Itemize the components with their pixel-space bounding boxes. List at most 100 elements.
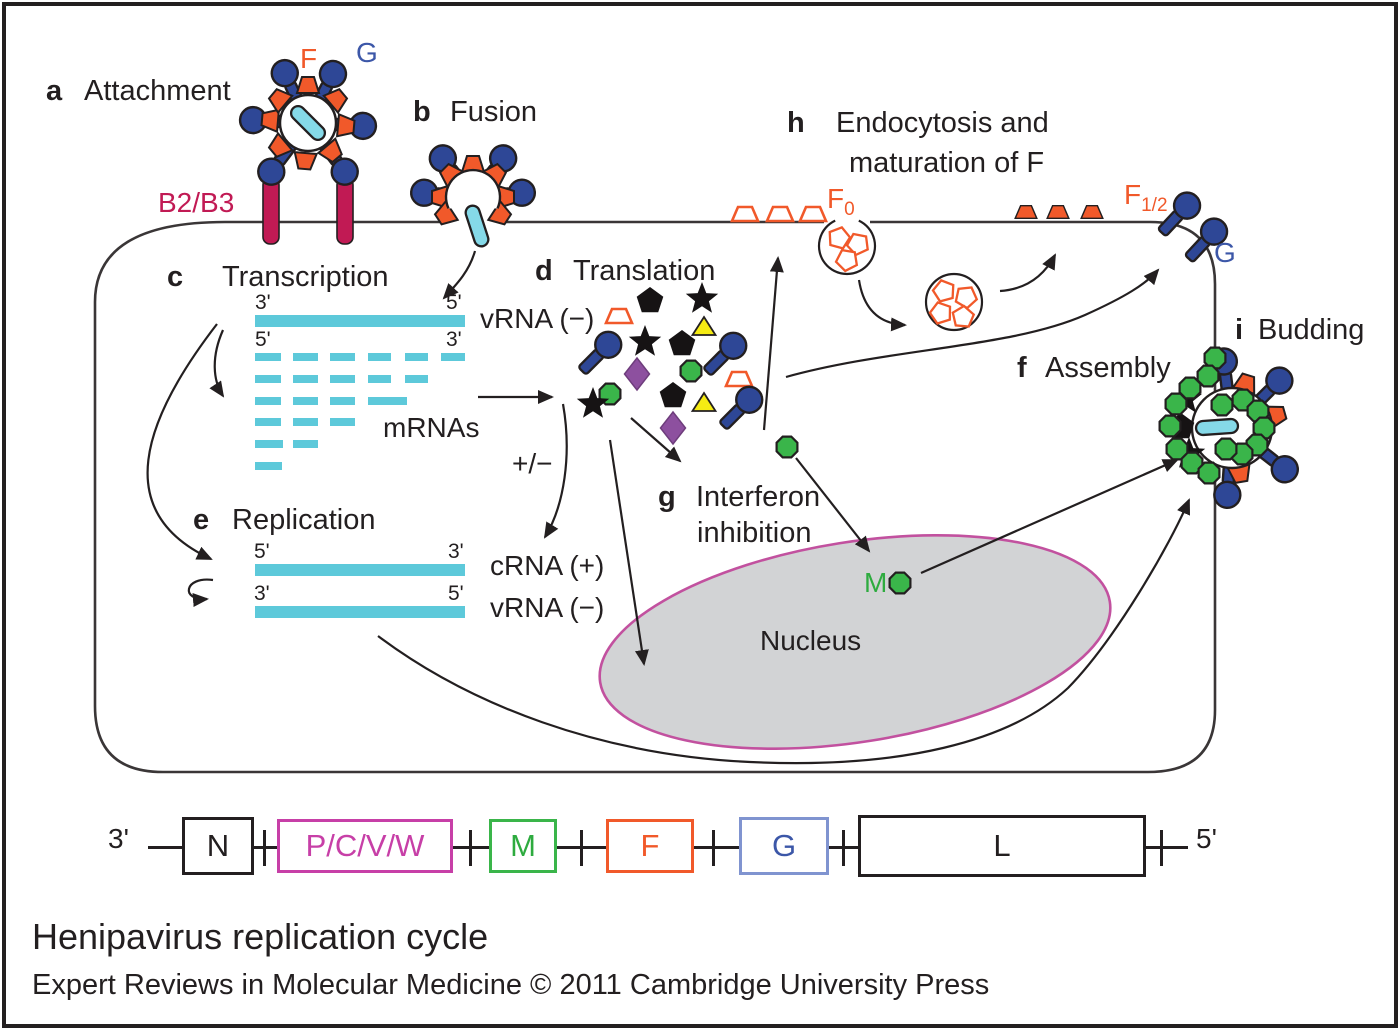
transcription-rna <box>255 315 465 470</box>
cell-membrane <box>93 220 1217 774</box>
f12-trapezoid <box>1046 204 1070 220</box>
step-b-label: Fusion <box>450 96 538 128</box>
arrow-pit-to-vesicle <box>857 279 907 332</box>
step-h-key: h <box>787 107 805 139</box>
step-a-key: a <box>46 75 63 107</box>
step-i-key: i <box>1235 314 1244 346</box>
plus-minus-label: +/− <box>512 448 553 479</box>
arrow-vrna-to-crna <box>146 323 218 560</box>
step-b-key: b <box>413 96 431 128</box>
arrow-replication-loop <box>187 578 214 608</box>
prime-label: 5' <box>254 540 270 563</box>
green-octagon-protein <box>1197 461 1221 485</box>
f0-trapezoid <box>798 205 828 223</box>
step-g-line1: Interferon <box>696 481 821 513</box>
orange-trapezoid-protein <box>296 76 320 94</box>
green-octagon-protein <box>775 435 799 459</box>
black-pentagon-protein <box>636 287 664 313</box>
step-c-key: c <box>167 261 184 293</box>
prime-label: 3' <box>255 291 271 314</box>
f12-label: F1/2 <box>1124 179 1168 216</box>
prime-label: 3' <box>448 540 464 563</box>
step-g-line2: inhibition <box>697 517 812 549</box>
yellow-triangle-protein <box>691 392 717 412</box>
step-i-label: Budding <box>1258 314 1365 346</box>
black-pentagon-protein <box>668 330 696 356</box>
gene-box-f: F <box>606 819 694 873</box>
blue-lollipop-protein <box>571 325 628 382</box>
gene-boundary-tick <box>1160 830 1163 866</box>
gene-box-pcvw: P/C/V/W <box>277 819 453 873</box>
arrow-to-nucleus <box>608 439 649 666</box>
green-octagon-protein <box>1214 437 1238 461</box>
vrna-bar <box>255 606 465 618</box>
gene-boundary-tick <box>580 830 583 866</box>
replication-rna <box>255 564 465 618</box>
genome-5prime: 5' <box>1196 823 1217 854</box>
crna-bar <box>255 564 465 576</box>
f-protein-label: F <box>300 43 318 74</box>
step-h-line2: maturation of F <box>849 147 1045 179</box>
matrix-protein-label: M <box>864 567 888 598</box>
green-octagon-protein <box>679 359 703 383</box>
arrow-vrna-to-mrnas <box>209 329 225 398</box>
arrows <box>146 250 1191 765</box>
endocytosis-group <box>730 204 1104 332</box>
step-h-line1: Endocytosis and <box>836 107 1049 139</box>
orange-trapezoid-protein <box>292 151 318 171</box>
vrna-neg-label: vRNA (−) <box>490 592 605 623</box>
g-protein-label: G <box>356 37 378 68</box>
gene-boundary-tick <box>263 830 266 866</box>
genome-3prime: 3' <box>108 823 129 854</box>
green-octagon-protein <box>1210 393 1234 417</box>
figure-title: Henipavirus replication cycle <box>32 916 489 957</box>
f12-trapezoid <box>1014 204 1038 220</box>
gene-box-n: N <box>182 817 254 875</box>
figure-credit: Expert Reviews in Molecular Medicine © 2… <box>32 969 990 1001</box>
vrna-neg-label: vRNA (−) <box>480 303 595 334</box>
prime-label: 5' <box>446 291 462 314</box>
arrow-octagon-to-m <box>795 457 871 553</box>
nucleus <box>598 534 1112 750</box>
gene-boundary-tick <box>842 830 845 866</box>
step-g-key: g <box>658 481 676 513</box>
step-f-label: Assembly <box>1045 352 1171 384</box>
genome-rod <box>1194 417 1240 437</box>
ephrin-receptor <box>336 177 354 245</box>
translation-protein-cluster <box>571 282 799 459</box>
mrnas-label: mRNAs <box>383 412 480 443</box>
yellow-triangle-protein <box>691 316 717 336</box>
prime-label: 5' <box>255 328 271 351</box>
gene-box-g: G <box>739 817 829 875</box>
purple-diamond-protein <box>659 411 687 445</box>
attachment-virion <box>238 54 378 245</box>
arrow-to-endocytosis <box>762 256 784 431</box>
f12-trapezoid <box>1080 204 1104 220</box>
green-octagon-protein <box>1158 414 1182 438</box>
receptor-label: B2/B3 <box>158 187 235 218</box>
orange-trapezoid-protein <box>604 307 634 325</box>
green-octagon-protein <box>1164 392 1188 416</box>
black-star-protein <box>628 325 662 356</box>
step-e-label: Replication <box>232 504 376 536</box>
budding-virion <box>1158 345 1305 510</box>
arrow-m-to-budding <box>920 458 1179 575</box>
step-e-key: e <box>193 504 210 536</box>
step-f-key: f <box>1017 352 1027 384</box>
blue-lollipop-protein <box>712 380 769 437</box>
nucleus-label: Nucleus <box>760 625 862 656</box>
fusing-envelope <box>444 168 502 209</box>
g-corner-label: G <box>1214 237 1236 268</box>
step-d-key: d <box>535 255 553 287</box>
prime-label: 3' <box>446 328 462 351</box>
orange-trapezoid-protein <box>724 370 754 388</box>
gene-boundary-tick <box>712 830 715 866</box>
gene-box-m: M <box>489 819 557 873</box>
f0-label: F0 <box>827 183 855 220</box>
gene-boundary-tick <box>469 830 472 866</box>
fusion-virion <box>408 138 538 250</box>
prime-label: 5' <box>448 582 464 605</box>
m-protein-octagon <box>888 571 912 595</box>
arrow-to-corner-g <box>785 268 1160 379</box>
f0-trapezoid <box>730 205 760 223</box>
